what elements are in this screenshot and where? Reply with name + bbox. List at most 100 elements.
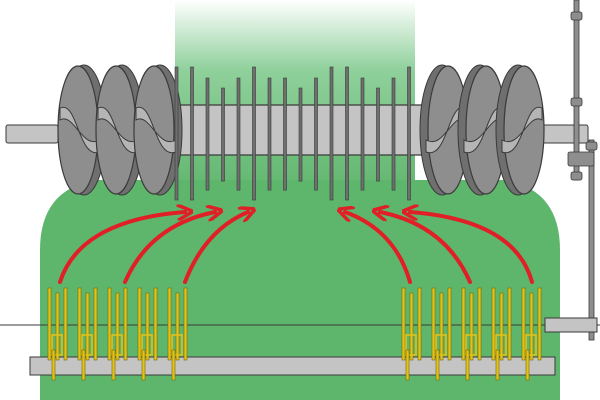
- linkage-lower-knob: [585, 141, 598, 151]
- tine-coil: [51, 334, 63, 356]
- tine: [469, 292, 474, 361]
- left-auger-flights: [57, 64, 183, 196]
- finger-plate: [345, 66, 349, 201]
- linkage-cross-block: [567, 151, 595, 167]
- tine: [183, 287, 188, 361]
- tine-coil: [525, 334, 537, 356]
- tine: [529, 292, 534, 361]
- tine: [447, 287, 452, 361]
- tine: [63, 287, 68, 361]
- tine-coil: [81, 334, 93, 356]
- right-auger-flights: [419, 64, 545, 196]
- finger-plate: [205, 77, 210, 191]
- finger-plate: [329, 66, 334, 201]
- tine: [93, 287, 98, 361]
- tine-group: [47, 287, 68, 381]
- tine: [431, 287, 436, 361]
- pickup-frame: [29, 317, 598, 376]
- auger-flight: [133, 64, 183, 196]
- tine: [107, 287, 112, 361]
- drive-linkage: [567, 0, 598, 341]
- tine-group: [167, 287, 188, 381]
- finger-plate: [360, 77, 365, 191]
- tine: [167, 287, 172, 361]
- tine-coil: [405, 334, 417, 356]
- finger-plate: [298, 87, 303, 182]
- tine: [55, 292, 60, 361]
- tine-lower: [465, 349, 470, 381]
- tine: [145, 292, 150, 361]
- tine: [137, 287, 142, 361]
- flow-arrow: [410, 212, 534, 284]
- tine: [175, 292, 180, 361]
- finger-plate: [391, 77, 396, 191]
- tine-lower: [525, 349, 530, 381]
- finger-plate: [283, 77, 287, 191]
- tine-lower: [495, 349, 500, 381]
- auger-flight: [495, 64, 545, 196]
- tine-group: [401, 287, 422, 381]
- left-pickup-tines: [47, 287, 188, 381]
- tine-lower: [81, 349, 86, 381]
- tine-lower: [51, 349, 56, 381]
- flow-arrow: [58, 212, 185, 284]
- tine-coil: [171, 334, 183, 356]
- tine-lower: [111, 349, 116, 381]
- linkage-knob-low: [570, 171, 583, 181]
- flow-arrow: [345, 212, 412, 284]
- tine: [417, 287, 422, 361]
- tine: [491, 287, 496, 361]
- crop-zone-upper: [175, 0, 415, 200]
- tine: [153, 287, 158, 361]
- flow-arrow: [123, 212, 215, 284]
- finger-plate: [221, 87, 225, 182]
- tine-lower: [435, 349, 440, 381]
- tine: [521, 287, 526, 361]
- auger-flight-twist: [463, 106, 505, 154]
- shaft-left-stub: [5, 124, 59, 144]
- tine-lower: [405, 349, 410, 381]
- right-pickup-tines: [401, 287, 542, 381]
- tine: [461, 287, 466, 361]
- finger-plate: [190, 66, 194, 201]
- tine-group: [107, 287, 128, 381]
- linkage-lower-rod: [588, 139, 595, 341]
- auger-flight-twist: [501, 106, 543, 154]
- tine: [409, 292, 414, 361]
- tine: [47, 287, 52, 361]
- crop-flow-arrows: [58, 212, 534, 284]
- linkage-knob-top: [570, 11, 583, 21]
- tine-coil: [141, 334, 153, 356]
- shaft-right-stub: [539, 124, 589, 144]
- tine: [123, 287, 128, 361]
- tine: [77, 287, 82, 361]
- finger-plate: [407, 66, 411, 201]
- tine: [537, 287, 542, 361]
- finger-plate: [252, 66, 256, 201]
- tine-coil: [495, 334, 507, 356]
- tine-group: [137, 287, 158, 381]
- tine: [499, 292, 504, 361]
- tine-coil: [111, 334, 123, 356]
- auger-flight: [95, 64, 145, 196]
- finger-plate: [236, 77, 241, 191]
- tine-lower: [141, 349, 146, 381]
- tine-lower: [171, 349, 176, 381]
- finger-plate: [376, 87, 380, 182]
- tine-group: [491, 287, 512, 381]
- tine: [401, 287, 406, 361]
- auger-flight: [457, 64, 507, 196]
- pickup-frame-bar: [29, 356, 556, 376]
- tine-group: [521, 287, 542, 381]
- auger-flight: [57, 64, 107, 196]
- center-finger-plates: [174, 66, 411, 201]
- finger-plate: [267, 77, 272, 191]
- tine: [477, 287, 482, 361]
- tine-group: [77, 287, 98, 381]
- tine-coil: [435, 334, 447, 356]
- tine-group: [461, 287, 482, 381]
- flow-arrow: [380, 212, 472, 284]
- tine: [507, 287, 512, 361]
- auger-flight-twist: [425, 106, 467, 154]
